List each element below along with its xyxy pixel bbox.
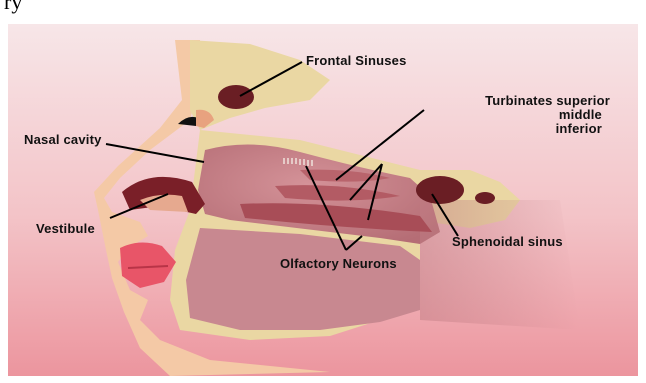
label-turbinates: Turbinates superior middle inferior	[424, 94, 610, 136]
rear-cavity-fade	[420, 200, 580, 330]
label-sphenoidal-sinus: Sphenoidal sinus	[452, 234, 563, 249]
sphenoidal-sinus-small	[475, 192, 495, 204]
label-frontal-sinuses: Frontal Sinuses	[306, 53, 407, 68]
frontal-sinus	[218, 85, 254, 109]
label-olfactory-neurons: Olfactory Neurons	[280, 256, 397, 271]
label-turbinates-superior: Turbinates superior	[424, 94, 610, 108]
sphenoidal-sinus	[416, 176, 464, 204]
label-nasal-cavity: Nasal cavity	[24, 132, 102, 147]
label-turbinates-middle: middle	[424, 108, 610, 122]
label-turbinates-inferior: inferior	[424, 122, 610, 136]
label-vestibule: Vestibule	[36, 221, 95, 236]
